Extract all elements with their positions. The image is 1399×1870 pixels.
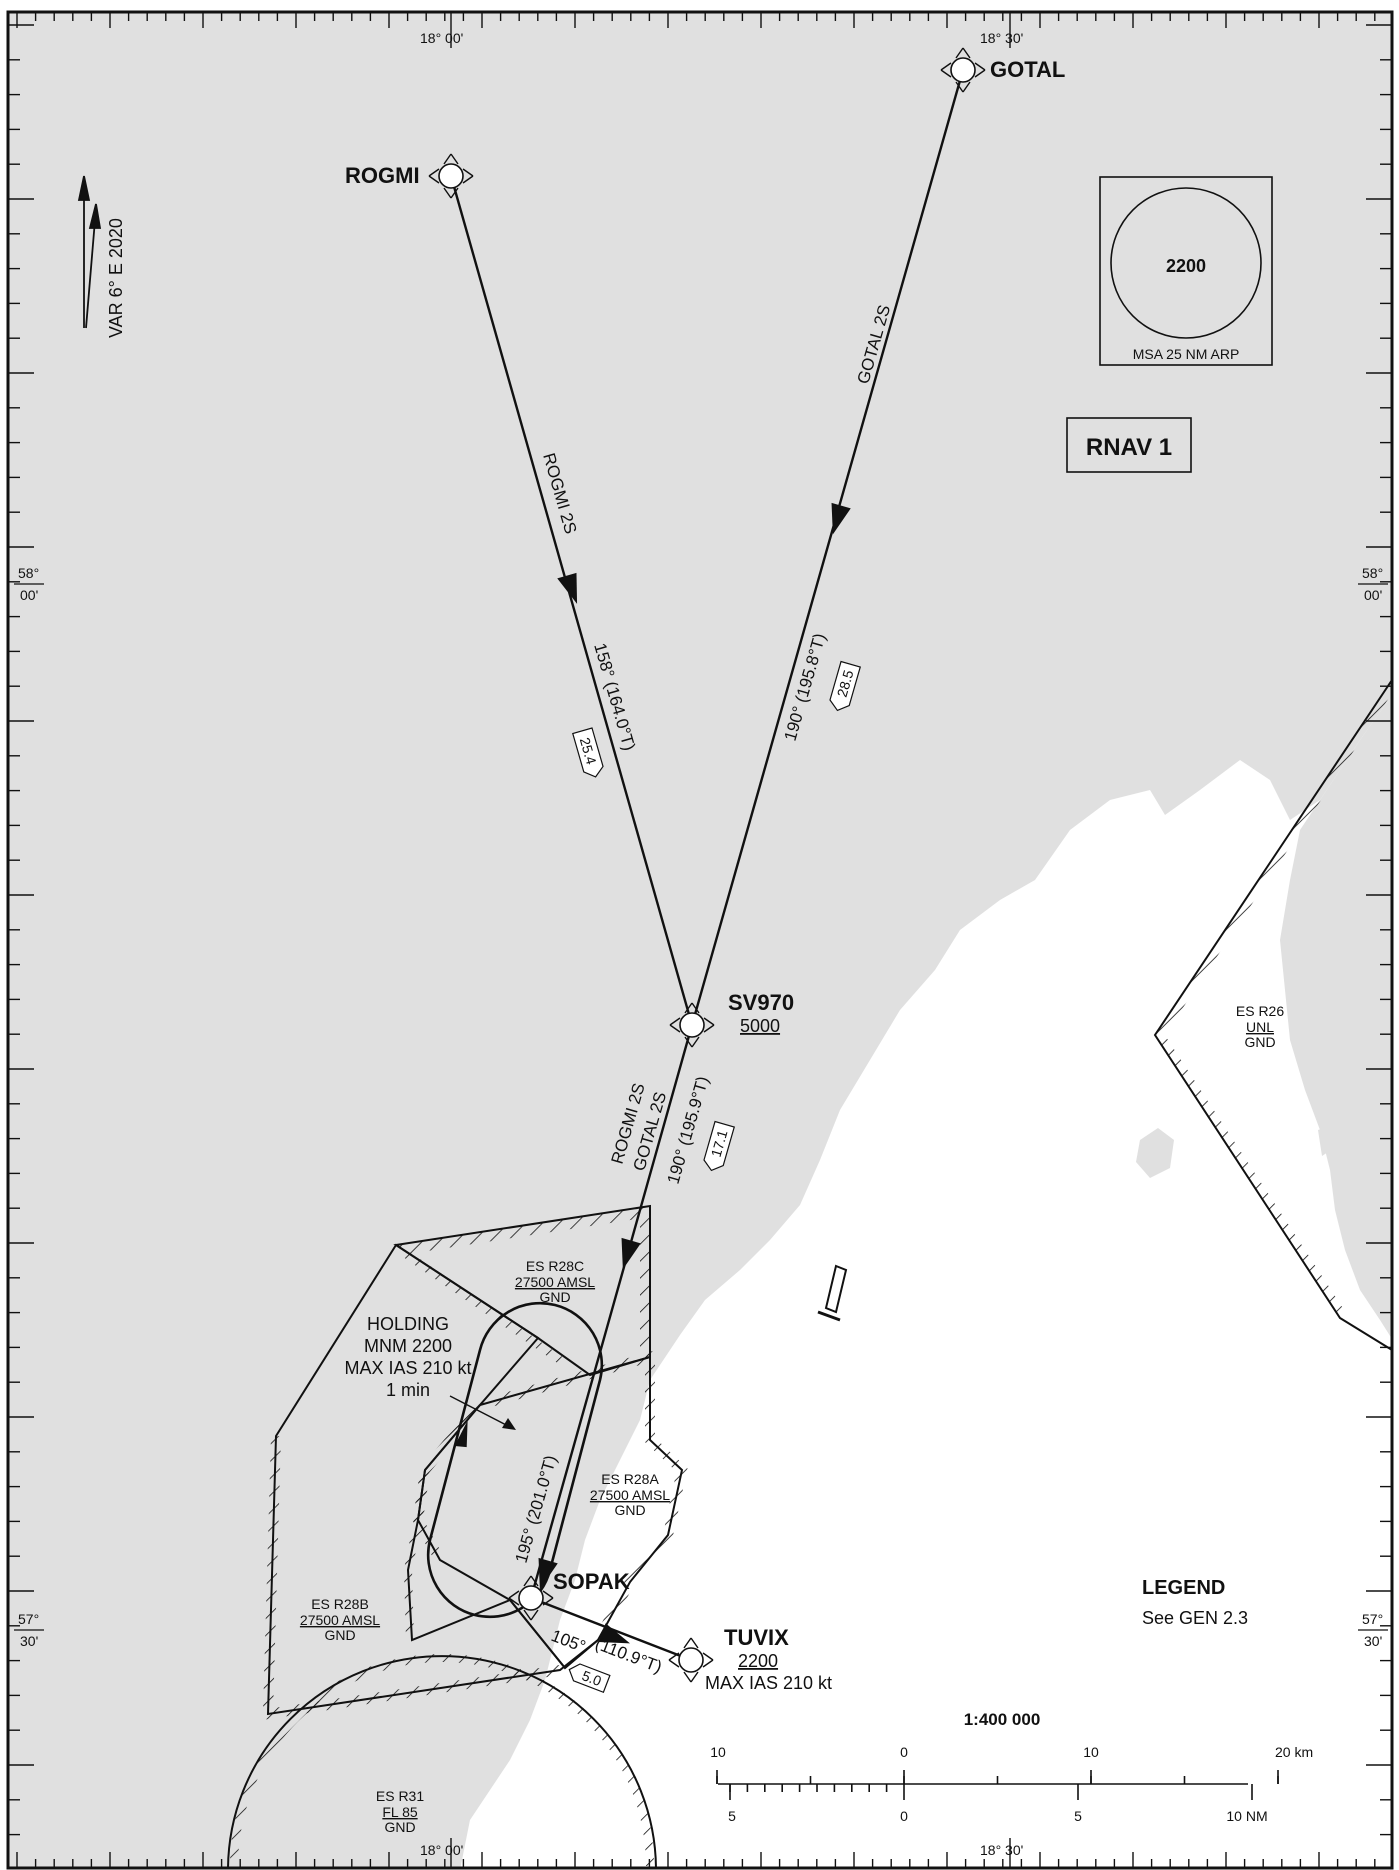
runway-symbol (817, 1264, 848, 1322)
scale-km-label-3: 20 km (1275, 1744, 1313, 1760)
waypoint-symbol-icon (428, 153, 474, 199)
peninsula (1280, 697, 1392, 1339)
waypoint-rogmi-name: ROGMI (345, 163, 420, 188)
route-rogmi-dist: 25.4 (577, 736, 600, 767)
waypoint-sv970-name: SV970 (728, 990, 794, 1015)
waypoint-tuvix-name: TUVIX (724, 1625, 789, 1650)
scale-ratio: 1:400 000 (964, 1710, 1041, 1729)
grid-lat-57-right-deg: 57° (1362, 1611, 1383, 1627)
scale-km-label-2: 10 (1083, 1744, 1099, 1760)
airspace-r28b (262, 1243, 599, 1720)
nav-spec-box (1066, 417, 1192, 473)
airspace-r28b-name: ES R28B (311, 1596, 369, 1612)
airspace-r31-upper: FL 85 (382, 1804, 417, 1820)
airspace-r31-name: ES R31 (376, 1788, 424, 1804)
airspace-r28a-upper: 27500 AMSL (590, 1487, 670, 1503)
island-center (1136, 1128, 1174, 1178)
route-gotal-dist: 28.5 (834, 668, 857, 699)
airspace-r28c-lower: GND (539, 1289, 570, 1305)
holding-pattern (426, 1301, 604, 1619)
route-tuvix-dist: 5.0 (580, 1667, 604, 1689)
airspace-r28c-name: ES R28C (526, 1258, 584, 1274)
chart-frame (6, 10, 1394, 1870)
route-arrows (538, 502, 851, 1644)
waypoint-rogmi[interactable] (428, 153, 474, 199)
grid-lon-top-right: 18° 30' (980, 30, 1023, 46)
waypoint-sopak-name: SOPAK (553, 1569, 630, 1594)
scale-nm-label-2: 5 (1074, 1808, 1082, 1824)
holding-line2: MNM 2200 (364, 1336, 452, 1356)
waypoint-tuvix[interactable] (668, 1637, 714, 1683)
airspace-r26 (1153, 679, 1396, 1351)
airspace-r28a-lower: GND (614, 1502, 645, 1518)
msa-circle (1110, 187, 1262, 339)
scale-bar (716, 1770, 1279, 1800)
waypoint-tuvix-speed: MAX IAS 210 kt (705, 1673, 832, 1693)
legend-text: See GEN 2.3 (1142, 1608, 1248, 1628)
grid-lat-58-right-deg: 58° (1362, 565, 1383, 581)
grid-lat-57-right-min: 30' (1364, 1633, 1382, 1649)
waypoint-gotal[interactable] (940, 47, 986, 93)
waypoint-sopak[interactable] (508, 1575, 554, 1621)
airspace-r28a-name: ES R28A (601, 1471, 659, 1487)
grid-lon-bottom-right: 18° 30' (980, 1842, 1023, 1858)
island-east-2 (1318, 1126, 1334, 1156)
grid-lat-58-left-deg: 58° (18, 565, 39, 581)
grid-lat-58-right-min: 00' (1364, 587, 1382, 603)
scale-km-label-1: 0 (900, 1744, 908, 1760)
msa-box (1099, 176, 1273, 366)
variation-label: VAR 6° E 2020 (106, 218, 126, 338)
grid-lat-58-left-min: 00' (20, 587, 38, 603)
holding-arrow (454, 1420, 468, 1448)
scale-nm-label-1: 0 (900, 1808, 908, 1824)
msa-label: MSA 25 NM ARP (1133, 346, 1240, 362)
holding-line1: HOLDING (367, 1314, 449, 1334)
holding-line4: 1 min (386, 1380, 430, 1400)
scale-km-label-0: 10 (710, 1744, 726, 1760)
airspace-r26-upper: UNL (1246, 1019, 1274, 1035)
msa-altitude: 2200 (1166, 256, 1206, 276)
grid-lon-bottom-left: 18° 00' (420, 1842, 463, 1858)
grid-lat-57-left-min: 30' (20, 1633, 38, 1649)
airspace-r28b-lower: GND (324, 1627, 355, 1643)
waypoint-sv970-altitude: 5000 (740, 1016, 780, 1036)
waypoint-symbol-icon (668, 1637, 714, 1683)
graticule-ticks (8, 12, 1392, 1868)
holding-line3: MAX IAS 210 kt (344, 1358, 471, 1378)
airspace-r31-lower: GND (384, 1819, 415, 1835)
waypoint-symbol-icon (669, 1002, 715, 1048)
waypoint-tuvix-altitude: 2200 (738, 1651, 778, 1671)
waypoint-sv970[interactable] (669, 1002, 715, 1048)
island-east-1 (1340, 1024, 1362, 1080)
airspace-r28b-upper: 27500 AMSL (300, 1612, 380, 1628)
route-sv970-dist: 17.1 (708, 1128, 731, 1159)
scale-nm-label-0: 5 (728, 1808, 736, 1824)
variation-arrows (77, 175, 102, 329)
waypoint-symbol-icon (508, 1575, 554, 1621)
route-lines (449, 69, 965, 1662)
waypoint-symbol-icon (940, 47, 986, 93)
airspace-r28c-upper: 27500 AMSL (515, 1274, 595, 1290)
nav-spec-label: RNAV 1 (1086, 434, 1172, 461)
airspace-r31 (227, 1654, 657, 1868)
grid-lon-top-left: 18° 00' (420, 30, 463, 46)
legend-title: LEGEND (1142, 1577, 1225, 1599)
waypoint-gotal-name: GOTAL (990, 57, 1065, 82)
scale-nm-label-3: 10 NM (1226, 1808, 1267, 1824)
grid-lat-57-left-deg: 57° (18, 1611, 39, 1627)
airspace-r26-name: ES R26 (1236, 1003, 1284, 1019)
holding-leader (449, 1395, 513, 1429)
airspace-r26-lower: GND (1244, 1034, 1275, 1050)
